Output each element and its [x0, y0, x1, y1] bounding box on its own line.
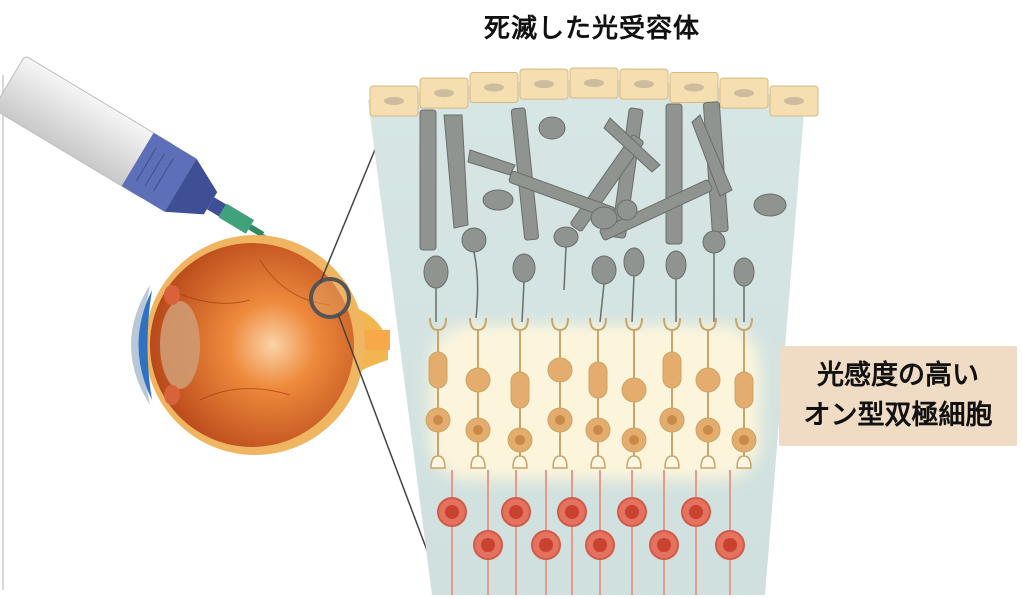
callout-line-1: 光感度の高い	[817, 356, 979, 396]
rpe-cell	[520, 69, 568, 99]
rpe-cell	[670, 73, 718, 103]
rpe-cell	[720, 78, 768, 108]
rpe-cell	[370, 86, 418, 116]
dead-photoreceptors-label: 死滅した光受容体	[484, 8, 700, 45]
callout-line-2: オン型双極細胞	[804, 396, 993, 436]
bipolar-callout: 光感度の高い オン型双極細胞	[779, 346, 1017, 446]
rpe-cell	[570, 68, 618, 98]
rpe-cell	[620, 69, 668, 99]
rpe-cell	[470, 73, 518, 103]
rpe-cell	[420, 78, 468, 108]
eyeball	[131, 235, 390, 455]
rpe-cell	[770, 86, 818, 116]
